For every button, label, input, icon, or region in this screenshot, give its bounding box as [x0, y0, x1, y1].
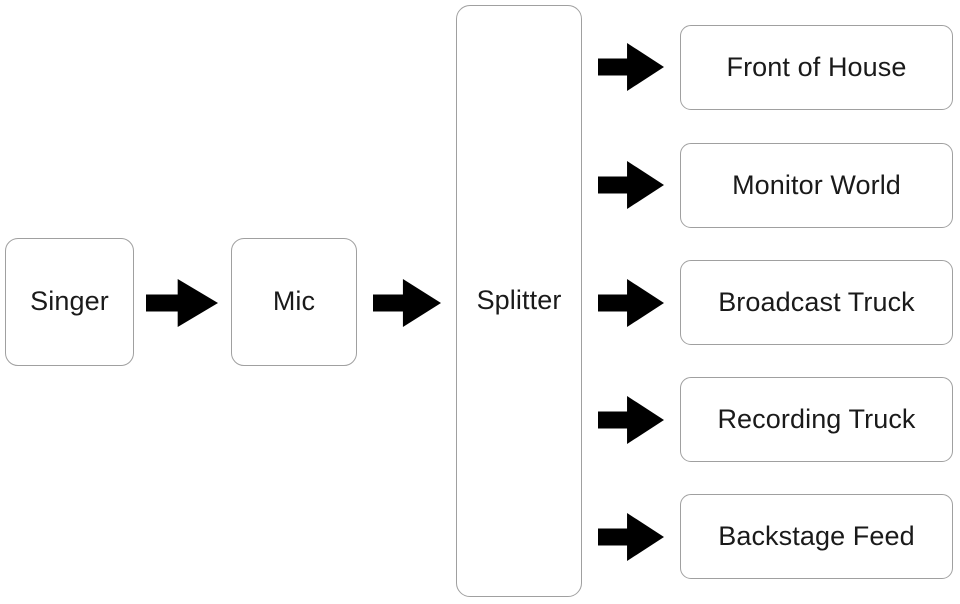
node-recording-truck[interactable]: Recording Truck — [680, 377, 953, 462]
arrow-splitter-to-monitors-icon — [598, 161, 664, 209]
node-mic-label: Mic — [272, 286, 316, 317]
node-front-of-house-label: Front of House — [726, 51, 907, 82]
node-splitter[interactable]: Splitter — [456, 5, 582, 597]
arrow-splitter-to-recording-icon — [598, 396, 664, 444]
node-broadcast-truck-label: Broadcast Truck — [718, 286, 915, 317]
node-splitter-label: Splitter — [476, 285, 562, 316]
arrow-splitter-to-foh-icon — [598, 43, 664, 91]
node-singer[interactable]: Singer — [5, 238, 134, 366]
node-singer-label: Singer — [30, 286, 109, 317]
node-monitor-world[interactable]: Monitor World — [680, 143, 953, 228]
arrow-mic-to-splitter-icon — [373, 279, 441, 327]
arrow-splitter-to-backstage-icon — [598, 513, 664, 561]
node-backstage-feed-label: Backstage Feed — [718, 520, 915, 551]
node-broadcast-truck[interactable]: Broadcast Truck — [680, 260, 953, 345]
node-recording-truck-label: Recording Truck — [717, 403, 916, 434]
node-monitor-world-label: Monitor World — [732, 169, 901, 200]
node-backstage-feed[interactable]: Backstage Feed — [680, 494, 953, 579]
node-mic[interactable]: Mic — [231, 238, 357, 366]
arrow-splitter-to-broadcast-icon — [598, 279, 664, 327]
node-front-of-house[interactable]: Front of House — [680, 25, 953, 110]
arrow-singer-to-mic-icon — [146, 279, 218, 327]
